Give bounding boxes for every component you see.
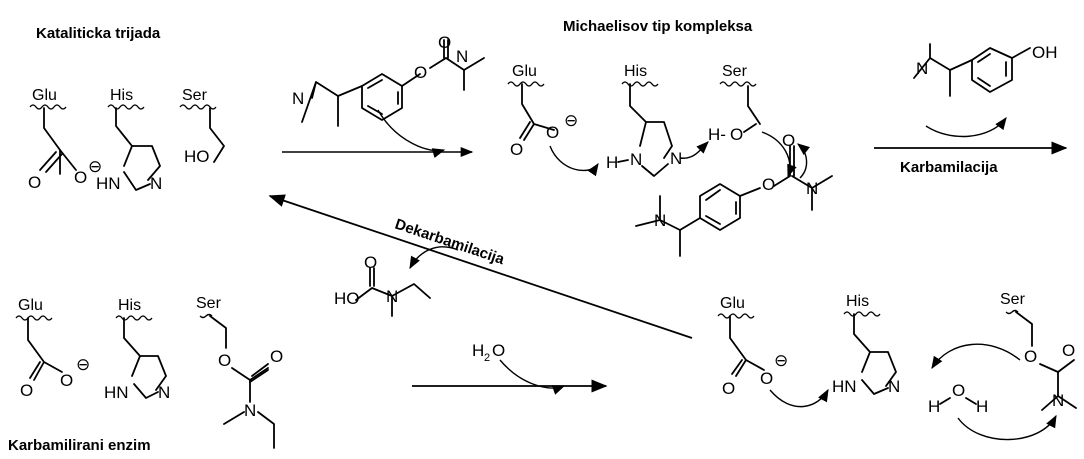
tetrahedral-ser: Ser O O N — [1000, 291, 1077, 411]
glu-label: Glu — [32, 87, 57, 104]
ser-label: Ser — [1000, 291, 1026, 308]
svg-text:O: O — [60, 371, 73, 390]
michaelis-substrate: O O N N — [635, 131, 833, 257]
svg-text:N: N — [888, 377, 900, 396]
water-reagent: H 2 O — [472, 341, 505, 364]
michaelis-complex-title: Michaelisov tip kompleksa — [563, 18, 753, 35]
ser-label: Ser — [722, 63, 748, 80]
michaelis-his: His H N N — [606, 63, 709, 177]
glu-label: Glu — [512, 63, 537, 80]
substrate-carbamate: N O O N — [292, 33, 485, 127]
curved-arrow-icon — [549, 145, 599, 177]
tetrahedral-glu: Glu O O ⊖ — [717, 295, 829, 408]
his-label: His — [110, 87, 133, 104]
svg-text:O: O — [510, 140, 523, 159]
svg-text:O: O — [492, 341, 505, 360]
svg-text:O: O — [952, 381, 965, 400]
svg-text:H: H — [472, 341, 484, 360]
svg-text:O: O — [364, 253, 377, 272]
svg-text:O: O — [218, 351, 231, 370]
catalytic-triad-title: Kataliticka trijada — [36, 25, 161, 42]
his-label: His — [118, 297, 141, 314]
tetrahedral-his: His HN N — [832, 293, 900, 396]
curved-arrow-icon — [679, 141, 709, 159]
carbamylation-label: Karbamilacija — [900, 159, 998, 176]
curved-arrow-icon — [931, 343, 1021, 370]
svg-text:O: O — [438, 33, 451, 52]
svg-text:N: N — [1052, 391, 1064, 410]
michaelis-ser: Ser H- O — [708, 63, 811, 179]
svg-text:N: N — [244, 401, 256, 420]
svg-text:O: O — [546, 123, 559, 142]
svg-text:N: N — [654, 211, 666, 230]
decarbamylation-label: Dekarbamilacija — [393, 216, 507, 269]
svg-text:HN: HN — [104, 383, 129, 402]
svg-text:N: N — [670, 149, 682, 168]
svg-text:OH: OH — [1032, 43, 1058, 62]
curved-arrow-icon — [499, 359, 566, 395]
curved-arrow-icon — [925, 116, 1007, 138]
glu-label: Glu — [720, 295, 745, 312]
negative-charge-icon: ⊖ — [564, 111, 578, 130]
ser-label: Ser — [182, 87, 208, 104]
svg-text:O: O — [20, 381, 33, 400]
tetrahedral-water: H O H — [928, 343, 1057, 441]
svg-text:HN: HN — [832, 377, 857, 396]
svg-text:O: O — [28, 173, 41, 192]
svg-text:O: O — [74, 168, 87, 187]
svg-text:HO: HO — [184, 147, 210, 166]
svg-text:H: H — [928, 397, 940, 416]
svg-text:N: N — [386, 287, 398, 306]
carbamylated-enzyme-title: Karbamilirani enzim — [8, 437, 151, 454]
svg-text:O: O — [414, 63, 427, 82]
svg-text:O: O — [1062, 341, 1075, 360]
curved-arrow-icon — [957, 414, 1057, 441]
svg-text:N: N — [292, 89, 304, 108]
svg-text:O: O — [722, 379, 735, 398]
svg-text:N: N — [916, 59, 928, 78]
negative-charge-icon: ⊖ — [774, 351, 788, 370]
svg-text:N: N — [456, 47, 468, 66]
svg-text:N: N — [806, 179, 818, 198]
his-label: His — [624, 63, 647, 80]
decarbamylation-arrow — [268, 194, 693, 339]
svg-text:H: H — [976, 397, 988, 416]
michaelis-glu: Glu O O ⊖ — [507, 63, 599, 177]
svg-text:HO: HO — [334, 289, 360, 308]
wavy-bond-icon — [29, 104, 67, 110]
curved-arrow-icon — [409, 246, 459, 270]
svg-text:O: O — [730, 125, 743, 144]
svg-text:N: N — [150, 174, 162, 193]
carbamic-acid: O HO N — [334, 253, 431, 317]
carbamylated-ser: Ser O O N — [196, 295, 283, 449]
phenol-product: N OH — [913, 43, 1058, 97]
curved-arrow-icon — [797, 143, 811, 179]
negative-charge-icon: ⊖ — [76, 355, 90, 374]
svg-text:N: N — [158, 383, 170, 402]
glu-label: Glu — [18, 297, 43, 314]
svg-text:O: O — [760, 369, 773, 388]
svg-text:O: O — [270, 347, 283, 366]
his-label: His — [846, 293, 869, 310]
curved-arrow-icon — [769, 388, 829, 408]
curved-arrow-icon — [761, 131, 797, 178]
triad-glu: Glu O O ⊖ — [28, 87, 102, 192]
ser-label: Ser — [196, 295, 222, 312]
carbamylated-glu: Glu O O ⊖ — [15, 297, 90, 400]
svg-text:HN: HN — [96, 174, 121, 193]
svg-text:H: H — [606, 153, 618, 172]
curved-arrow-icon — [377, 109, 446, 158]
svg-text:O: O — [762, 175, 775, 194]
svg-text:H-: H- — [708, 125, 726, 144]
svg-text:2: 2 — [484, 352, 490, 364]
svg-text:O: O — [782, 131, 795, 150]
negative-charge-icon: ⊖ — [88, 157, 102, 176]
triad-his: His HN N — [96, 87, 162, 193]
svg-text:N: N — [630, 150, 642, 169]
carbamylated-his: His HN N — [104, 297, 170, 402]
triad-ser: Ser HO — [179, 87, 225, 166]
svg-text:O: O — [1024, 347, 1037, 366]
